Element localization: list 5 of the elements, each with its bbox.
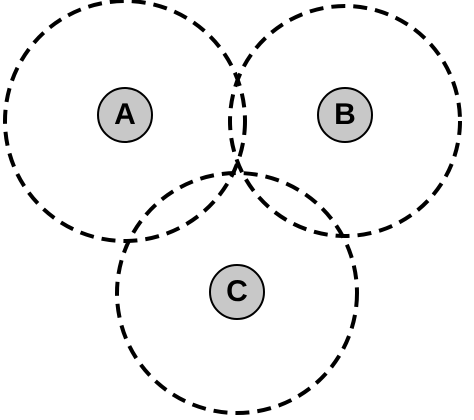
letter-circle: C xyxy=(209,264,265,320)
letter-circle: B xyxy=(317,87,373,143)
dashed-circle xyxy=(115,171,359,415)
dashed-circle xyxy=(228,4,462,238)
letter-circle: A xyxy=(97,87,153,143)
